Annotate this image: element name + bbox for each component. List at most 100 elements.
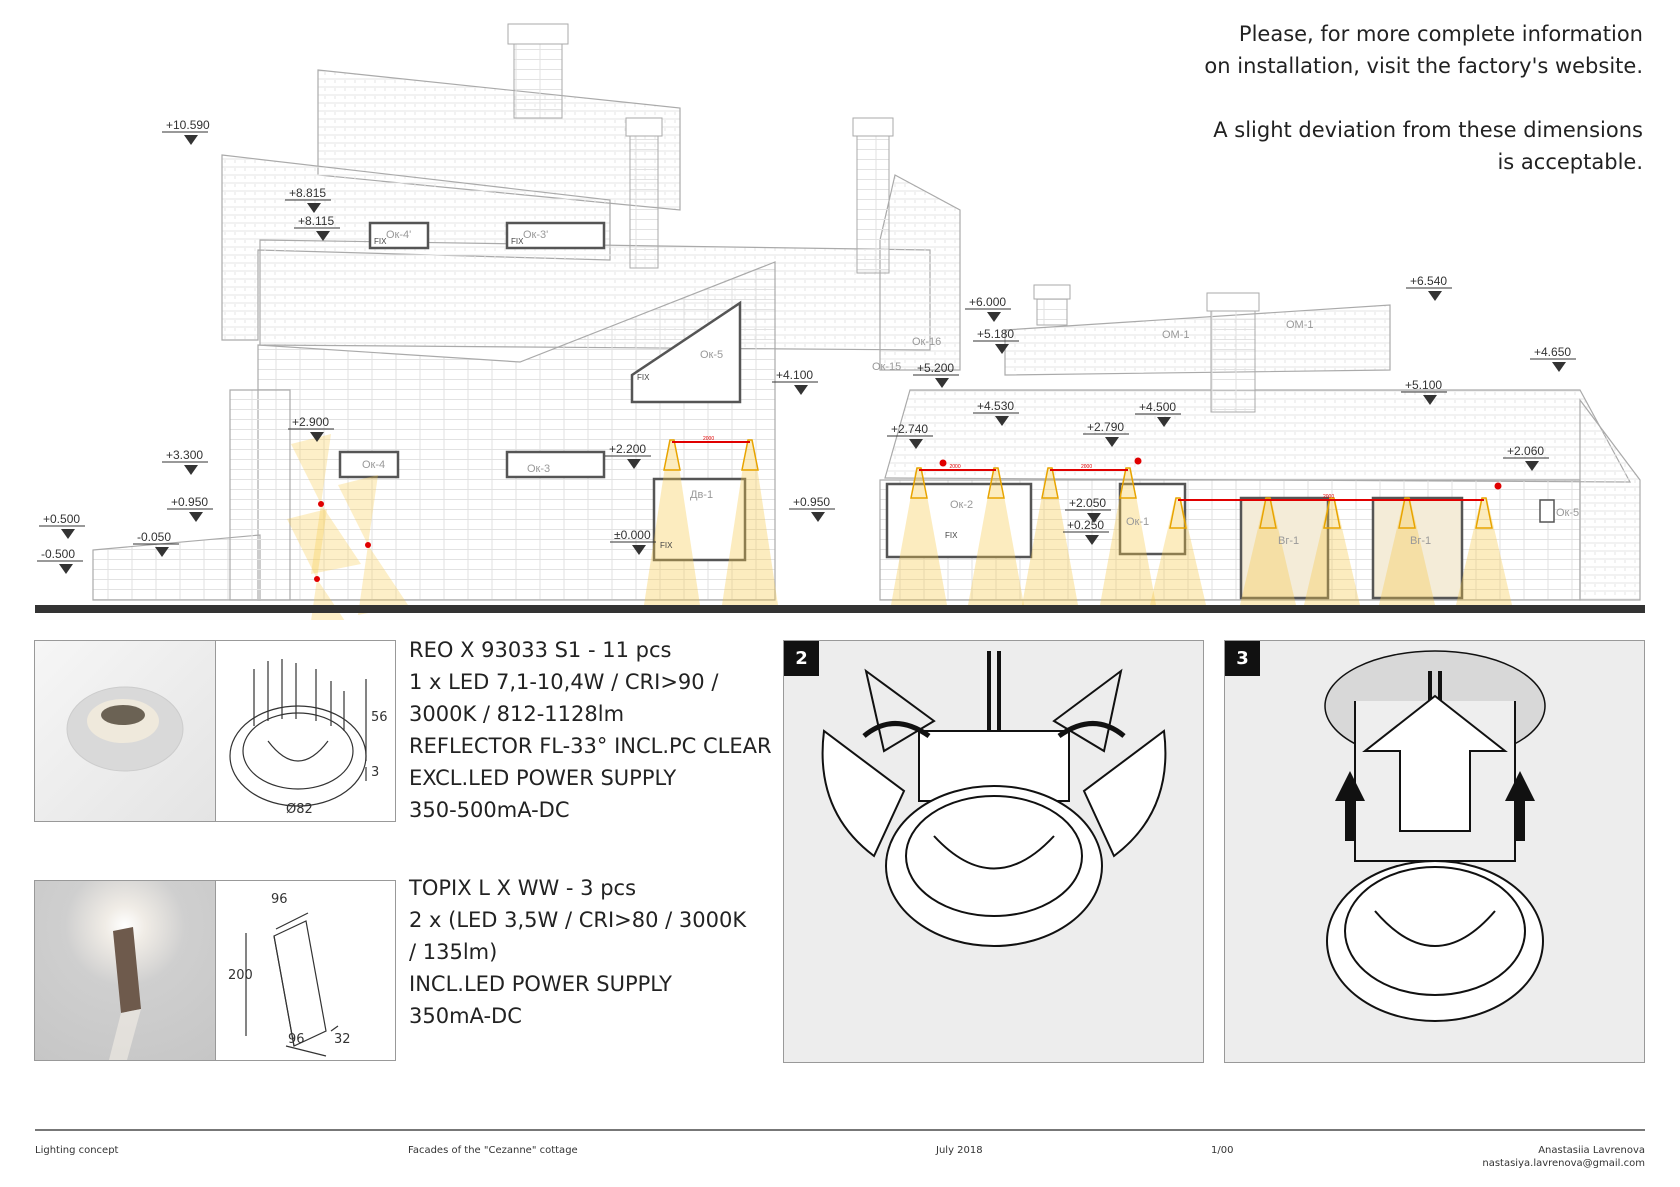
level-label: +5.100: [1405, 378, 1442, 392]
level-label: +8.815: [289, 186, 326, 200]
level-label: +2.740: [891, 422, 928, 436]
level-label: +5.180: [977, 327, 1014, 341]
level-label: +2.050: [1069, 496, 1106, 510]
light-beam: [1456, 498, 1512, 605]
wall-light-icon: [365, 542, 371, 548]
step-number-badge: 3: [1225, 641, 1260, 676]
light-beam: [891, 468, 947, 605]
fix-label: FIX: [945, 531, 958, 540]
level-label: +2.200: [609, 442, 646, 456]
spec-line: 350-500mA-DC: [409, 798, 570, 822]
level-marker-icon: [1428, 291, 1442, 301]
dim-depth: 32: [334, 1032, 351, 1047]
wall-light-beam-down: [358, 545, 408, 615]
level-marker-icon: [632, 545, 646, 555]
spec-line: / 135lm): [409, 940, 498, 964]
level-label: +4.650: [1534, 345, 1571, 359]
wall-light-beam-down: [311, 504, 361, 574]
wall-light-icon: [109, 927, 141, 1060]
level-marker-icon: [1552, 362, 1566, 372]
level-marker-icon: [995, 416, 1009, 426]
window-label: Ок-5: [700, 349, 723, 361]
light-beam: [1240, 498, 1296, 605]
level-label: +6.000: [969, 295, 1006, 309]
junction-dot: [939, 459, 947, 467]
spec-line: 3000K / 812-1128lm: [409, 702, 625, 726]
level-marker-icon: [1087, 513, 1101, 523]
author-email: nastasiya.lavrenova@gmail.com: [1482, 1158, 1645, 1169]
product-photo-wall-light: [35, 881, 216, 1060]
author-name: Anastasiia Lavrenova: [1538, 1145, 1645, 1156]
light-beam: [644, 440, 700, 605]
light-beam: [1022, 468, 1078, 605]
footer-page: 1/00: [1211, 1145, 1234, 1156]
ground-line: [35, 605, 1645, 613]
level-label: +0.250: [1067, 518, 1104, 532]
downlight-fixture-icon: [741, 439, 759, 471]
level-marker-icon: [184, 135, 198, 145]
downlight-fixture-icon: [1169, 497, 1187, 529]
window-label: ОМ-1: [1162, 329, 1190, 341]
product-spec-reo: REO X 93033 S1 - 11 pcs 1 x LED 7,1-10,4…: [409, 634, 772, 826]
level-marker-icon: [995, 344, 1009, 354]
spec-line: 350mA-DC: [409, 1004, 522, 1028]
wall-light-icon: [318, 501, 324, 507]
installation-step-2: 2: [783, 640, 1204, 1063]
level-marker-icon: [155, 547, 169, 557]
wall-light-beam-up: [291, 434, 331, 504]
dim-height: 56: [371, 710, 388, 725]
level-marker-icon: [627, 459, 641, 469]
footer-author: Anastasiia Lavrenova nastasiya.lavrenova…: [1482, 1144, 1645, 1170]
level-marker-icon: [310, 432, 324, 442]
installation-step-3: 3: [1224, 640, 1645, 1063]
product-photo-downlight: [35, 641, 216, 821]
level-marker-icon: [61, 529, 75, 539]
downlight-fixture-icon: [1259, 497, 1277, 529]
fix-label: FIX: [374, 237, 387, 246]
windows: [338, 221, 1555, 600]
window-label: Ок-4: [362, 459, 385, 471]
span-label: 2000: [703, 436, 714, 442]
window-label: Ок-15: [872, 361, 901, 373]
span-label: 2000: [1081, 464, 1092, 470]
light-beam: [1379, 498, 1435, 605]
level-marker-icon: [59, 564, 73, 574]
fix-label: FIX: [637, 373, 650, 382]
window-label: Ок-4': [386, 229, 411, 241]
note-line-4: is acceptable.: [1497, 150, 1643, 174]
downlight-fixture-icon: [987, 467, 1005, 499]
junction-dot: [1494, 482, 1502, 490]
install-push-illustration: [1324, 650, 1546, 1022]
downlight-fixture-icon: [1323, 497, 1341, 529]
level-label: -0.050: [137, 530, 171, 544]
spec-line: 1 x LED 7,1-10,4W / CRI>90 /: [409, 670, 719, 694]
level-label: +3.300: [166, 448, 203, 462]
window-label: Дв-1: [690, 489, 713, 501]
level-label: +8.115: [298, 214, 334, 228]
downlight-dimension-drawing: 56 3 Ø82: [216, 641, 395, 821]
level-marker-icon: [987, 312, 1001, 322]
level-marker-icon: [307, 203, 321, 213]
level-marker-icon: [1157, 417, 1171, 427]
level-marker-icon: [1105, 437, 1119, 447]
dim-diameter: Ø82: [286, 802, 313, 817]
note-line-1: Please, for more complete information: [1238, 22, 1643, 46]
spec-line: 2 x (LED 3,5W / CRI>80 / 3000K: [409, 908, 747, 932]
fix-label: FIX: [660, 541, 673, 550]
spec-line: REO X 93033 S1 - 11 pcs: [409, 638, 672, 662]
footer-project: Lighting concept: [35, 1145, 119, 1156]
span-label: 2000: [1323, 494, 1334, 500]
level-label: -0.500: [41, 547, 75, 561]
level-marker-icon: [184, 465, 198, 475]
level-label: +2.060: [1507, 444, 1544, 458]
product-spec-topix: TOPIX L X WW - 3 pcs 2 x (LED 3,5W / CRI…: [409, 872, 746, 1032]
level-marker-icon: [1423, 395, 1437, 405]
level-marks: +10.590+8.815+8.115+3.300+2.900+0.950+0.…: [37, 118, 1576, 574]
window-label: Ок-2: [950, 499, 973, 511]
level-label: +0.950: [171, 495, 208, 509]
spec-line: INCL.LED POWER SUPPLY: [409, 972, 673, 996]
wall-light-dimension-drawing: 96 200 96 32: [216, 881, 395, 1060]
install-hands-illustration: [821, 651, 1167, 947]
